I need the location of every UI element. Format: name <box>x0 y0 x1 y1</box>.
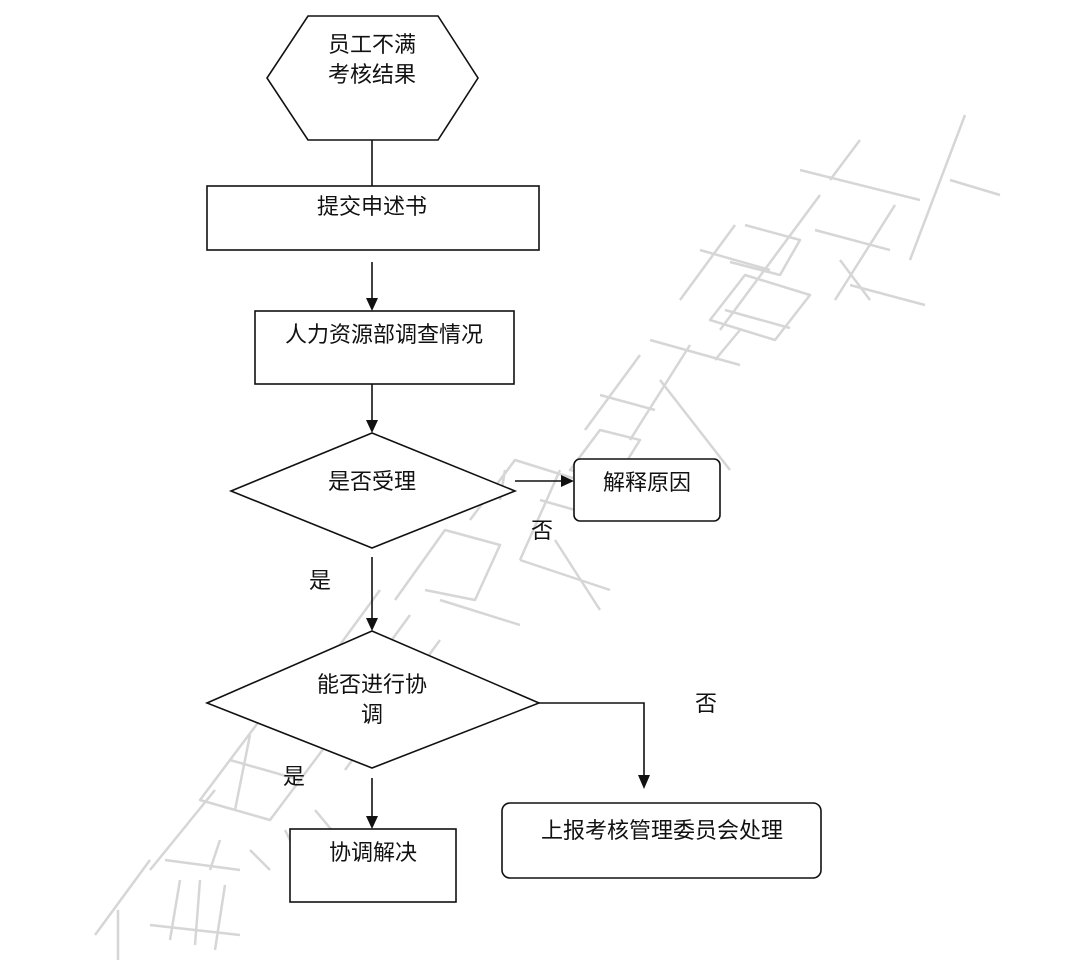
edge-coordinate-escalate <box>539 702 645 777</box>
start-label-line1: 员工不满 <box>328 33 416 58</box>
accept-no-label: 否 <box>531 519 553 544</box>
investigate-box <box>254 310 515 385</box>
start-hexagon <box>266 15 479 141</box>
coordinate-diamond <box>204 630 542 769</box>
escalate-label: 上报考核管理委员会处理 <box>541 819 783 844</box>
coordinate-label-line1: 能否进行协 <box>317 673 427 698</box>
arrowhead-investigate <box>366 298 378 311</box>
investigate-label: 人力资源部调查情况 <box>285 323 483 348</box>
edges <box>366 140 650 829</box>
resolve-label: 协调解决 <box>329 841 417 866</box>
arrowhead-escalate <box>638 775 650 789</box>
explain-box <box>573 458 721 522</box>
resolve-box <box>289 828 457 903</box>
arrowhead-resolve <box>366 816 378 829</box>
accept-diamond <box>228 432 518 549</box>
escalate-box <box>501 802 822 879</box>
arrowhead-explain <box>561 475 574 487</box>
accept-label: 是否受理 <box>328 470 416 495</box>
nodes: 员工不满 考核结果 提交申述书 人力资源部调查情况 是否受理 解释原因 能否进行… <box>204 15 822 903</box>
coordinate-yes-label: 是 <box>283 765 305 790</box>
arrowhead-coordinate <box>366 618 378 631</box>
submit-label: 提交申述书 <box>317 195 427 220</box>
accept-yes-label: 是 <box>309 569 331 594</box>
arrowhead-accept <box>366 420 378 433</box>
coordinate-label-line2: 调 <box>361 703 383 728</box>
start-label-line2: 考核结果 <box>328 63 416 88</box>
edge-labels: 否 是 否 是 <box>283 519 717 790</box>
explain-label: 解释原因 <box>603 471 691 496</box>
coordinate-no-label: 否 <box>695 692 717 717</box>
submit-box <box>206 185 540 251</box>
